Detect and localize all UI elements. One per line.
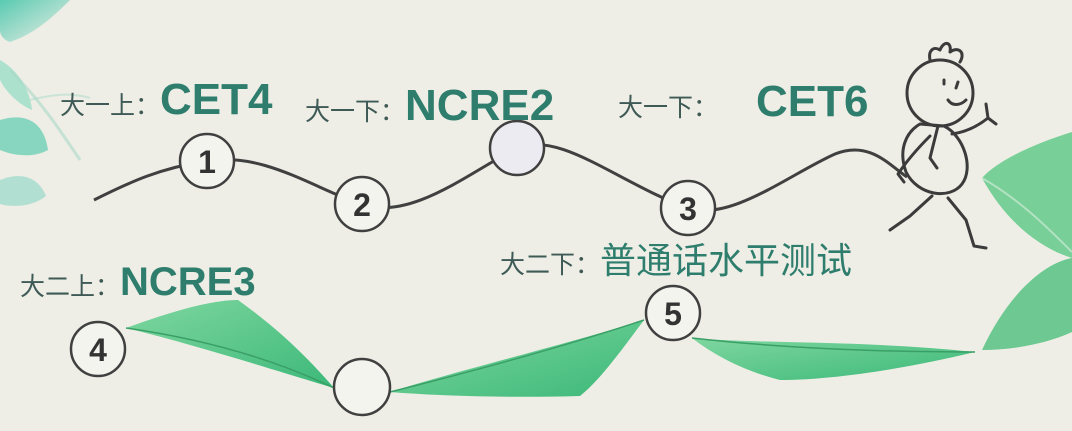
exam-1: CET4 bbox=[160, 75, 273, 124]
right-leaf-decoration bbox=[981, 132, 1072, 350]
corner-leaf-decoration bbox=[0, 0, 91, 206]
running-stick-figure-icon bbox=[888, 42, 998, 250]
milestone-circle-5: 5 bbox=[644, 284, 702, 342]
milestone-circle-2: 2 bbox=[333, 175, 391, 233]
exam-3: CET6 bbox=[756, 77, 869, 126]
exam-4: NCRE3 bbox=[120, 260, 256, 304]
milestone-5-label: 大二下：普通话水平测试 bbox=[500, 244, 852, 280]
milestone-3-label: 大一下： CET6 bbox=[618, 80, 869, 124]
milestone-badge-2: 2 bbox=[353, 187, 371, 223]
milestone-circle-blank-top bbox=[488, 119, 546, 177]
milestone-4-label: 大二上：NCRE3 bbox=[20, 262, 256, 302]
milestone-badge-3: 3 bbox=[679, 191, 697, 227]
milestone-circle-3: 3 bbox=[659, 179, 717, 237]
semester-4: 大二上： bbox=[20, 272, 121, 301]
exam-5: 普通话水平测试 bbox=[600, 241, 853, 282]
milestone-2-label: 大一下：NCRE2 bbox=[305, 84, 554, 128]
milestone-badge-4: 4 bbox=[89, 332, 107, 368]
bottom-leaf-path bbox=[125, 300, 976, 397]
milestone-badge-5: 5 bbox=[664, 296, 682, 332]
semester-2: 大一下： bbox=[305, 97, 406, 126]
exam-2: NCRE2 bbox=[405, 81, 555, 130]
milestone-1-label: 大一上：CET4 bbox=[60, 78, 273, 122]
semester-5: 大二下： bbox=[500, 250, 601, 279]
milestone-badge-1: 1 bbox=[198, 144, 216, 180]
semester-1: 大一上： bbox=[60, 91, 161, 120]
semester-3: 大一下： bbox=[618, 93, 719, 122]
milestone-circle-4: 4 bbox=[69, 320, 127, 378]
milestone-circle-1: 1 bbox=[178, 132, 236, 190]
milestone-circle-blank-bottom bbox=[332, 357, 392, 417]
